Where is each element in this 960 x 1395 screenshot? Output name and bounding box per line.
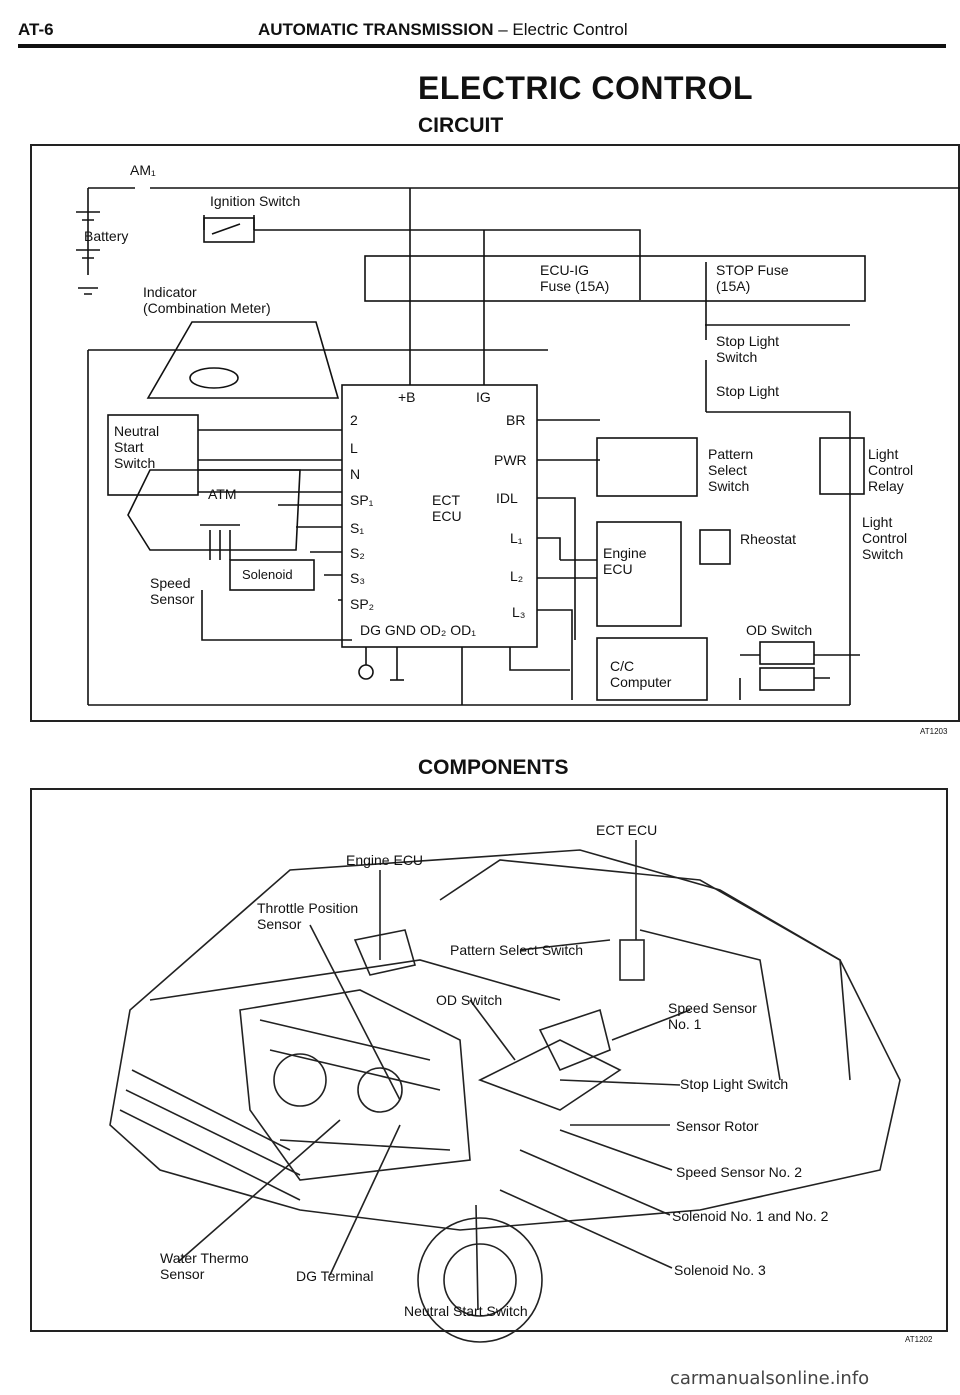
light-relay-line1: Light xyxy=(868,446,899,462)
ect-ecu-line2: ECU xyxy=(432,508,462,524)
battery-label: Battery xyxy=(84,228,129,244)
stop-light-switch-line1: Stop Light xyxy=(716,333,780,349)
sensor-rotor-label: Sensor Rotor xyxy=(676,1118,759,1134)
stop-fuse-line1: STOP Fuse xyxy=(716,262,789,278)
subsection-title: Electric Control xyxy=(512,20,628,39)
pattern-select-line1: Pattern xyxy=(708,446,754,462)
pin-br: BR xyxy=(506,412,526,428)
cc-computer-label: C/C Computer xyxy=(610,658,671,690)
pattern-select-component-label: Pattern Select Switch xyxy=(450,942,584,958)
engine-ecu-component-label: Engine ECU xyxy=(346,852,424,868)
od-switch-component-label: OD Switch xyxy=(436,992,503,1008)
light-control-relay-label: Light Control Relay xyxy=(868,446,913,494)
water-thermo-sensor-label: Water Thermo Sensor xyxy=(160,1250,249,1282)
pin-s2: S₂ xyxy=(350,545,365,561)
section-title: AUTOMATIC TRANSMISSION xyxy=(258,20,494,39)
neutral-start-line2: Start xyxy=(114,439,144,455)
footer-watermark: carmanualsonline.info xyxy=(670,1368,870,1389)
speed-sensor-label: Speed Sensor xyxy=(150,575,194,607)
pin-n: N xyxy=(350,466,361,482)
ecu-ig-fuse-line1: ECU-IG xyxy=(540,262,589,278)
throttle-sensor-label: Throttle Position Sensor xyxy=(257,900,358,932)
circuit-frame xyxy=(30,144,960,722)
speed-sensor1-line1: Speed Sensor xyxy=(668,1000,757,1016)
circuit-code: AT1203 xyxy=(920,727,948,736)
am1-label: AM₁ xyxy=(130,162,156,178)
pin-2: 2 xyxy=(350,412,358,428)
pin-s3: S₃ xyxy=(350,570,366,586)
light-control-switch-label: Light Control Switch xyxy=(862,514,907,562)
pin-plus-b: +B xyxy=(398,389,416,405)
neutral-start-component-label: Neutral Start Switch xyxy=(404,1303,528,1319)
header-title: AUTOMATIC TRANSMISSION – Electric Contro… xyxy=(258,20,628,39)
engine-ecu-line1: Engine xyxy=(603,545,647,561)
circuit-heading: CIRCUIT xyxy=(418,114,504,137)
pin-l2: L₂ xyxy=(510,568,524,584)
cc-line2: Computer xyxy=(610,674,672,690)
speed-sensor1-label: Speed Sensor No. 1 xyxy=(668,1000,757,1032)
neutral-start-line3: Switch xyxy=(114,455,156,471)
stop-fuse-label: STOP Fuse (15A) xyxy=(716,262,789,294)
ecu-ig-fuse-line2: Fuse (15A) xyxy=(540,278,610,294)
pattern-select-switch-label: Pattern Select Switch xyxy=(708,446,753,494)
speed-sensor-line2: Sensor xyxy=(150,591,195,607)
throttle-line2: Sensor xyxy=(257,916,302,932)
pattern-select-line3: Switch xyxy=(708,478,750,494)
header-rule xyxy=(18,44,946,48)
throttle-line1: Throttle Position xyxy=(257,900,359,916)
ect-ecu-label: ECT ECU xyxy=(432,492,462,524)
engine-ecu-line2: ECU xyxy=(603,561,633,577)
light-relay-line2: Control xyxy=(868,462,914,478)
solenoid12-label: Solenoid No. 1 and No. 2 xyxy=(672,1208,829,1224)
ect-ecu-line1: ECT xyxy=(432,492,460,508)
pin-l: L xyxy=(350,440,358,456)
ecu-bottom-pins: DG GND OD₂ OD₁ xyxy=(360,622,476,638)
engine-ecu-label: Engine ECU xyxy=(603,545,647,577)
light-switch-line3: Switch xyxy=(862,546,904,562)
solenoid3-label: Solenoid No. 3 xyxy=(674,1262,766,1278)
pin-ig: IG xyxy=(476,389,491,405)
cc-line1: C/C xyxy=(610,658,635,674)
water-thermo-line2: Sensor xyxy=(160,1266,205,1282)
pin-s1: S₁ xyxy=(350,520,365,536)
pin-pwr: PWR xyxy=(494,452,527,468)
neutral-start-line1: Neutral xyxy=(114,423,160,439)
atm-label: ATM xyxy=(208,486,237,502)
light-switch-line1: Light xyxy=(862,514,893,530)
stop-fuse-line2: (15A) xyxy=(716,278,751,294)
stop-light-label: Stop Light xyxy=(716,383,780,399)
pattern-select-line2: Select xyxy=(708,462,747,478)
pin-sp1: SP₁ xyxy=(350,492,374,508)
stop-light-switch-line2: Switch xyxy=(716,349,758,365)
pin-idl: IDL xyxy=(496,490,518,506)
components-heading: COMPONENTS xyxy=(418,756,569,779)
speed-sensor-line1: Speed xyxy=(150,575,191,591)
solenoid-label: Solenoid xyxy=(242,567,293,582)
indicator-label: Indicator xyxy=(143,284,197,300)
light-switch-line2: Control xyxy=(862,530,908,546)
pin-sp2: SP₂ xyxy=(350,596,375,612)
pin-l3: L₃ xyxy=(512,604,526,620)
ecu-ig-fuse-label: ECU-IG Fuse (15A) xyxy=(540,262,609,294)
ect-ecu-component-label: ECT ECU xyxy=(596,822,658,838)
neutral-start-switch-label: Neutral Start Switch xyxy=(114,423,159,471)
components-code: AT1202 xyxy=(905,1335,933,1344)
stop-light-switch-label: Stop Light Switch xyxy=(716,333,779,365)
stop-light-switch-component-label: Stop Light Switch xyxy=(680,1076,789,1092)
speed-sensor1-line2: No. 1 xyxy=(668,1016,702,1032)
light-relay-line3: Relay xyxy=(868,478,904,494)
od-switch-label: OD Switch xyxy=(746,622,813,638)
water-thermo-line1: Water Thermo xyxy=(160,1250,249,1266)
dg-terminal-label: DG Terminal xyxy=(296,1268,374,1284)
pin-l1: L₁ xyxy=(510,530,523,546)
ignition-switch-label: Ignition Switch xyxy=(210,193,301,209)
components-frame xyxy=(30,788,948,1332)
page-number: AT-6 xyxy=(18,20,54,39)
rheostat-label: Rheostat xyxy=(740,531,797,547)
speed-sensor2-label: Speed Sensor No. 2 xyxy=(676,1164,803,1180)
indicator-sub-label: (Combination Meter) xyxy=(143,300,271,316)
page-title: ELECTRIC CONTROL xyxy=(418,70,754,106)
